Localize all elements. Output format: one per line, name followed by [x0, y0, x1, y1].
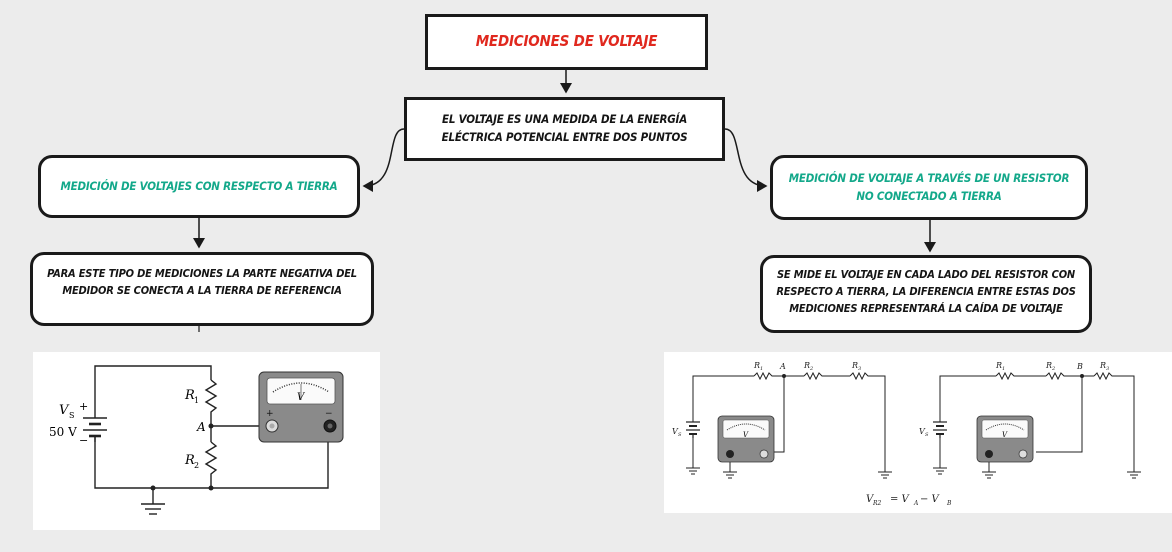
source-value: 50 V: [49, 425, 77, 439]
arrow-definition-to-left: [362, 128, 405, 192]
svg-text:R: R: [803, 361, 810, 370]
svg-text:1: 1: [1002, 366, 1005, 372]
svg-text:R: R: [1099, 361, 1106, 370]
r2-label: R: [184, 453, 195, 468]
right-branch-heading-box: Medición de voltaje a través de un resis…: [770, 155, 1088, 220]
left-branch-heading-box: Medición de voltajes con respecto a tier…: [38, 155, 360, 218]
node-a-label-right: A: [779, 362, 786, 371]
arrow-definition-to-right: [724, 128, 768, 192]
svg-text:= V: = V: [890, 494, 911, 505]
r1-label: R: [184, 388, 195, 403]
node-a-dot: [208, 423, 214, 429]
right-description: Se mide el voltaje en cada lado del resi…: [776, 268, 1076, 316]
voltmeter-icon-a: V: [717, 415, 775, 463]
ground-circuit-diagram: V S + 50 V − R 1 R 2 A V + −: [49, 365, 344, 515]
svg-text:S: S: [678, 432, 682, 438]
svg-text:R: R: [1045, 361, 1052, 370]
resistor-drop-diagram: V V R 1 R 2 R 3 A V S R 1 R 2 R 3 B V: [672, 361, 1141, 507]
svg-text:3: 3: [1106, 366, 1109, 372]
page-title: Mediciones de voltaje: [475, 32, 658, 51]
svg-text:1: 1: [760, 366, 763, 372]
svg-text:S: S: [69, 411, 74, 420]
svg-text:−: −: [79, 434, 88, 447]
svg-text:V: V: [297, 392, 306, 403]
title-box: Mediciones de voltaje: [425, 14, 708, 70]
left-description-box: Para este tipo de mediciones la parte ne…: [30, 252, 374, 326]
svg-text:S: S: [925, 432, 929, 438]
right-branch-heading: Medición de voltaje a través de un resis…: [788, 170, 1070, 203]
svg-text:V: V: [866, 494, 875, 505]
svg-text:+: +: [266, 409, 274, 419]
node-b-label: B: [1076, 362, 1083, 371]
svg-text:2: 2: [809, 366, 813, 372]
voltage-drop-equation: V R2 = V A − V B: [866, 494, 952, 507]
left-branch-heading: Medición de voltajes con respecto a tier…: [60, 178, 338, 193]
svg-text:− V: − V: [920, 494, 941, 505]
resistor-drop-circuit: V V R 1 R 2 R 3 A V S R 1 R 2 R 3 B V: [664, 352, 1172, 513]
svg-text:2: 2: [1051, 366, 1055, 372]
right-description-box: Se mide el voltaje en cada lado del resi…: [760, 255, 1092, 333]
voltmeter-icon: V + −: [258, 371, 344, 443]
definition-text: El voltaje es una medida de la energía e…: [441, 112, 688, 144]
voltmeter-icon-b: V: [976, 415, 1034, 463]
svg-text:2: 2: [194, 461, 199, 470]
svg-text:3: 3: [858, 366, 861, 372]
svg-text:R: R: [995, 361, 1002, 370]
source-label: V: [59, 403, 70, 418]
left-description: Para este tipo de mediciones la parte ne…: [47, 267, 357, 298]
definition-box: El voltaje es una medida de la energía e…: [404, 97, 725, 161]
svg-text:R: R: [753, 361, 760, 370]
svg-text:A: A: [913, 500, 919, 507]
svg-text:V: V: [1002, 431, 1008, 439]
svg-text:R2: R2: [872, 500, 882, 507]
svg-text:V: V: [672, 427, 679, 436]
svg-text:B: B: [946, 500, 952, 507]
svg-text:V: V: [743, 431, 749, 439]
ground-measurement-circuit: V S + 50 V − R 1 R 2 A V + −: [33, 352, 380, 530]
svg-text:+: +: [79, 400, 88, 413]
node-a-label: A: [196, 420, 206, 434]
svg-text:V: V: [919, 427, 926, 436]
svg-text:1: 1: [194, 396, 199, 405]
svg-text:R: R: [851, 361, 858, 370]
svg-text:−: −: [325, 409, 333, 419]
